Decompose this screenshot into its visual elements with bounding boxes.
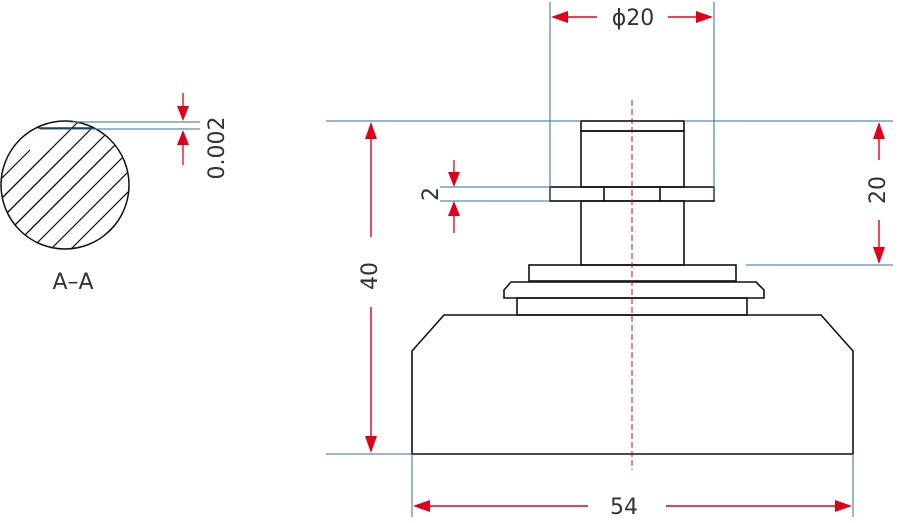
- upper-height-label: 20: [866, 176, 891, 204]
- section-circle: [0, 120, 130, 250]
- section-view: 0.002 A–A: [0, 93, 230, 295]
- section-label: A–A: [52, 270, 93, 295]
- section-arrow-top: [177, 106, 189, 121]
- dim-shaft-diameter: ϕ20: [549, 2, 715, 200]
- flange: [503, 281, 765, 299]
- shaft-diameter-label: ϕ20: [612, 6, 655, 31]
- dim-base-width: 54: [411, 454, 854, 520]
- base-width-label: 54: [610, 495, 638, 520]
- part-outline: [411, 120, 854, 455]
- dim-washer-thickness: 2: [419, 160, 550, 233]
- total-height-label: 40: [358, 262, 383, 290]
- washer-thickness-label: 2: [419, 187, 444, 201]
- section-gap-dimension: 0.002: [205, 117, 230, 180]
- dim-total-height: 40: [326, 120, 581, 455]
- dim-upper-height: 20: [684, 120, 893, 266]
- section-arrow-bottom: [177, 130, 189, 145]
